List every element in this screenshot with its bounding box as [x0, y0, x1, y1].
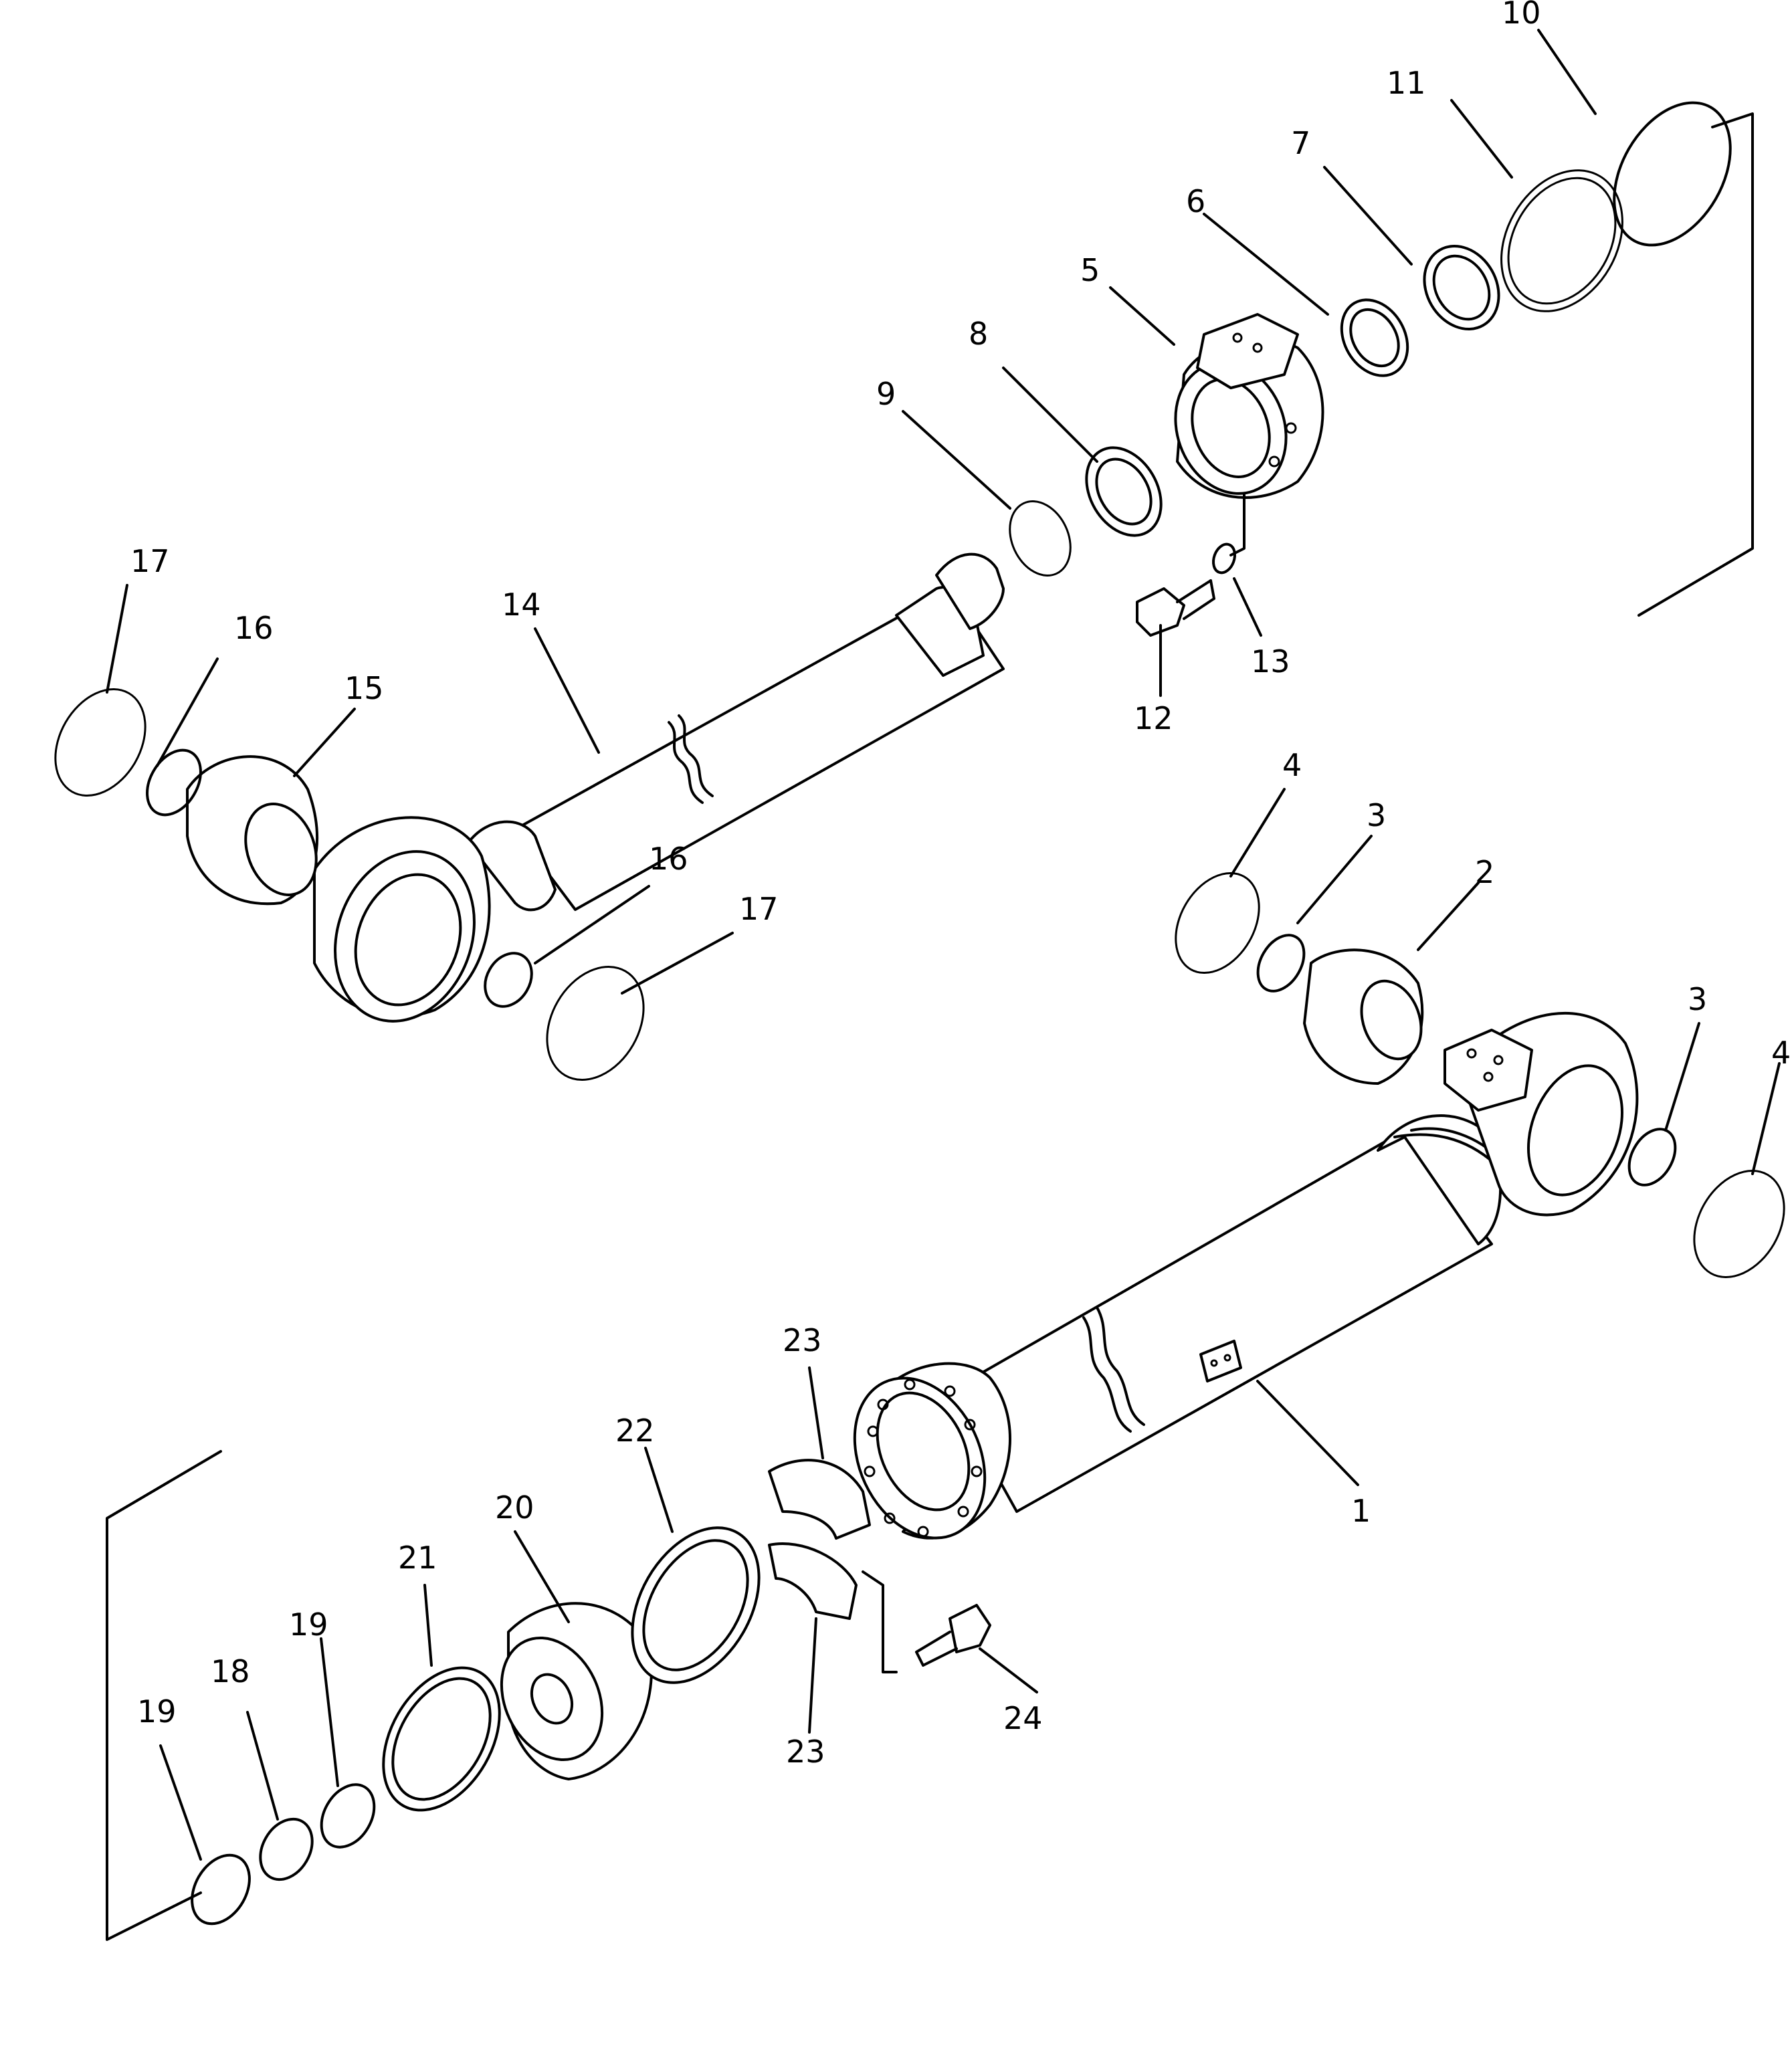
ring-19b [191, 1853, 251, 1926]
callout-19b: 19 [137, 1693, 177, 1730]
seal-8 [1085, 446, 1163, 537]
callout-22: 22 [615, 1413, 655, 1449]
ring-18 [259, 1817, 314, 1881]
ring-19a [320, 1783, 376, 1849]
piston-rod [313, 552, 1005, 1023]
callout-21: 21 [398, 1540, 437, 1576]
backup-ring-11 [1500, 169, 1623, 312]
callout-3a: 3 [1367, 797, 1386, 833]
nut-halves-23 [768, 1459, 871, 1620]
frame-brackets [106, 112, 1754, 1941]
callout-6: 6 [1186, 183, 1205, 219]
callout-18: 18 [211, 1653, 250, 1689]
callout-9: 9 [876, 376, 896, 412]
snap-ring-9 [1009, 500, 1072, 577]
callout-20: 20 [495, 1489, 534, 1526]
callout-4a: 4 [1282, 747, 1302, 783]
callout-10: 10 [1502, 0, 1541, 31]
callout-1: 1 [1351, 1493, 1371, 1529]
callout-13: 13 [1251, 643, 1290, 680]
callout-3b: 3 [1688, 981, 1707, 1017]
bushing-6 [1340, 298, 1409, 377]
bolt-24 [915, 1604, 991, 1667]
callout-2: 2 [1475, 854, 1494, 890]
callout-15: 15 [344, 670, 384, 706]
callout-16a: 16 [234, 610, 274, 646]
bolt-12 [1136, 579, 1215, 637]
callout-12: 12 [1134, 700, 1173, 736]
callout-23b: 23 [786, 1734, 825, 1770]
o-ring-10 [1613, 101, 1732, 247]
callout-17a: 17 [130, 543, 170, 579]
callout-labels: 1 2 3 3 4 4 5 6 7 8 9 10 11 12 13 14 15 … [130, 0, 1791, 1770]
washer-13 [1212, 542, 1236, 575]
piston-20 [500, 1602, 653, 1780]
wear-ring-21 [382, 1666, 501, 1812]
callout-7: 7 [1291, 125, 1310, 161]
callout-24: 24 [1003, 1700, 1043, 1736]
callout-4b: 4 [1771, 1035, 1791, 1071]
callout-23a: 23 [783, 1322, 822, 1358]
callout-11: 11 [1387, 65, 1426, 101]
cylinder-head [1174, 313, 1324, 499]
callout-8: 8 [969, 316, 988, 352]
callout-17b: 17 [739, 891, 779, 927]
callout-16b: 16 [649, 841, 688, 877]
callout-14: 14 [502, 587, 541, 623]
leader-lines [106, 29, 1781, 1861]
callout-19a: 19 [289, 1607, 328, 1643]
bottom-end-parts [54, 688, 1785, 1278]
callout-5: 5 [1080, 252, 1100, 288]
cylinder-tube [853, 1011, 1639, 1540]
seal-7 [1423, 244, 1500, 331]
ring-22 [631, 1526, 761, 1684]
